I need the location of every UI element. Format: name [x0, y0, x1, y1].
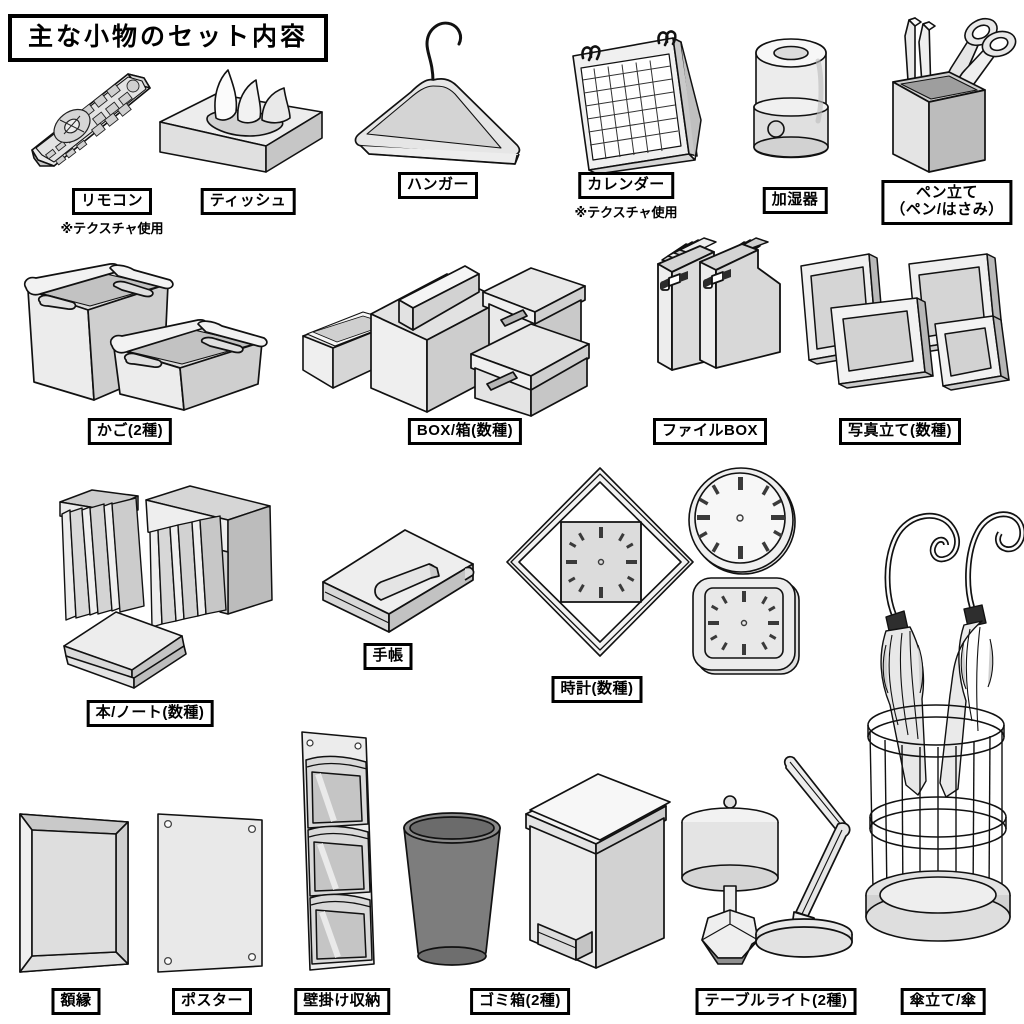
label-remote: リモコン — [71, 188, 153, 215]
label-umbrella: 傘立て/傘 — [900, 988, 986, 1015]
page-title: 主な小物のセット内容 — [8, 14, 329, 62]
label-basket: かご(2種) — [87, 418, 173, 445]
clocks-illustration — [506, 460, 825, 675]
label-trash: ゴミ箱(2種) — [470, 988, 570, 1015]
note-calendar: ※テクスチャ使用 — [574, 205, 678, 220]
label-filebox: ファイルBOX — [652, 418, 768, 445]
filebox-illustration — [640, 237, 800, 405]
label-tissue: ティッシュ — [200, 188, 296, 215]
boxes-illustration — [295, 258, 635, 417]
label-notebook: 手帳 — [363, 643, 413, 670]
books-illustration — [20, 470, 285, 695]
remote-illustration — [20, 62, 170, 172]
humidifier-illustration — [740, 25, 850, 170]
label-wallpocket: 壁掛け収納 — [294, 988, 390, 1015]
label-humidifier: 加湿器 — [762, 187, 828, 214]
label-tablelight: テーブルライト(2種) — [695, 988, 857, 1015]
label-photoframe: 写真立て(数種) — [839, 418, 961, 445]
notebook-illustration — [315, 520, 485, 635]
label-clocks: 時計(数種) — [551, 676, 643, 703]
umbrella-illustration — [860, 495, 1024, 965]
label-books: 本/ノート(数種) — [86, 700, 214, 727]
label-pictureframe: 額縁 — [51, 988, 101, 1015]
basket-illustration — [10, 252, 295, 412]
calendar-illustration — [555, 24, 705, 175]
poster-illustration — [150, 800, 275, 975]
trash-illustration — [390, 760, 675, 975]
label-penstand: ペン立て （ペン/はさみ） — [881, 180, 1013, 225]
wallpocket-illustration — [288, 726, 388, 974]
photoframe-illustration — [795, 248, 1020, 408]
label-calendar: カレンダー — [578, 172, 674, 199]
label-hanger: ハンガー — [397, 172, 479, 199]
tissue-illustration — [150, 62, 330, 177]
penstand-illustration — [875, 8, 1017, 180]
note-remote: ※テクスチャ使用 — [60, 221, 164, 236]
pictureframe-illustration — [10, 800, 140, 975]
tablelight-illustration — [672, 728, 882, 978]
label-poster: ポスター — [171, 988, 253, 1015]
hanger-illustration — [345, 14, 545, 179]
label-boxes: BOX/箱(数種) — [407, 418, 523, 445]
